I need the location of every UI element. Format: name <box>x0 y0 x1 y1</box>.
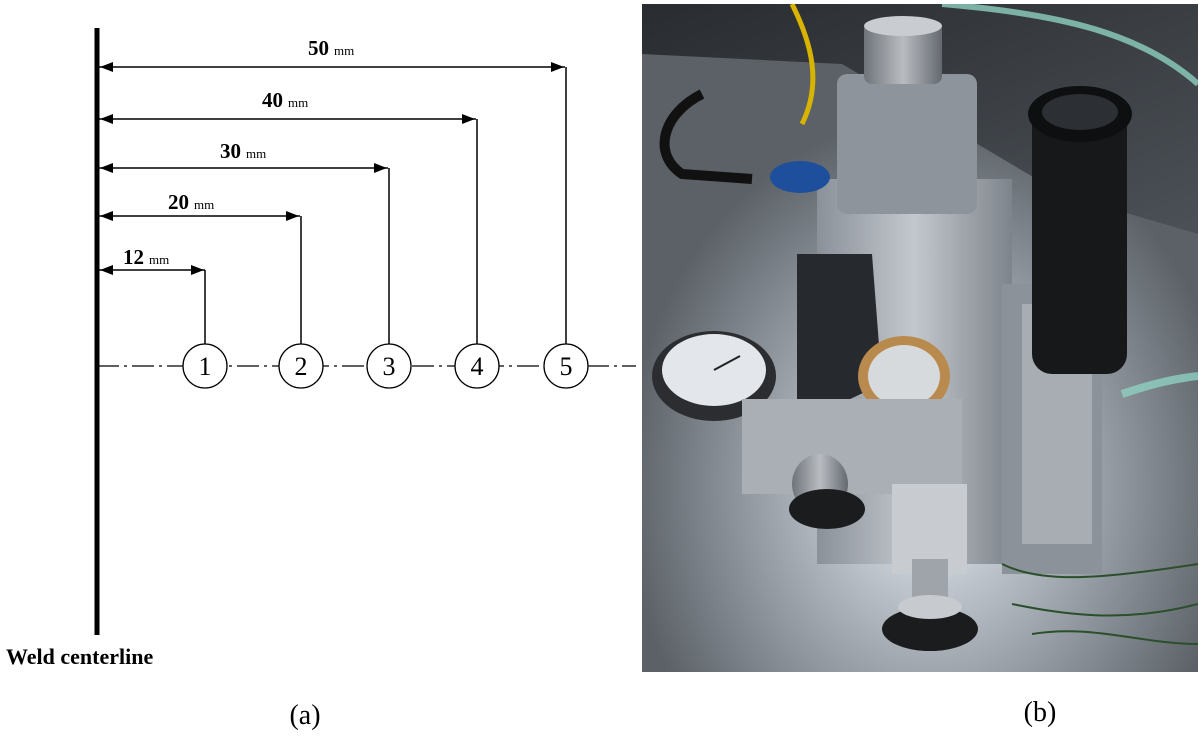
point-label: 1 <box>199 352 212 381</box>
wiring <box>1001 563 1198 645</box>
weld-centerline-label: Weld centerline <box>6 644 153 669</box>
front-knob <box>858 336 950 416</box>
measurement-point-3: 3 <box>366 343 412 389</box>
dimension-value: 40 <box>262 88 283 112</box>
dimension-30mm: 30 mm <box>99 139 390 344</box>
dimension-value: 50 <box>308 36 329 60</box>
dimension-20mm: 20 mm <box>99 190 302 344</box>
instrument-photo <box>642 4 1198 672</box>
dimension-value: 30 <box>220 139 241 163</box>
point-label: 3 <box>383 352 396 381</box>
dimension-unit: mm <box>194 197 214 212</box>
dial-gauge <box>652 331 776 421</box>
measurement-point-5: 5 <box>543 343 589 389</box>
lower-stage <box>742 399 967 574</box>
measurement-point-1: 1 <box>182 343 228 389</box>
point-label: 5 <box>560 352 573 381</box>
dimension-40mm: 40 mm <box>99 88 478 344</box>
caption-b: (b) <box>1023 697 1057 728</box>
caption-a: (a) <box>289 700 321 731</box>
measurement-diagram: 50 mm 40 mm 30 mm 20 mm 12 mm 1 2 <box>6 28 636 669</box>
dimension-50mm: 50 mm <box>99 36 567 344</box>
dimension-12mm: 12 mm <box>99 245 206 344</box>
dimension-unit: mm <box>334 43 354 58</box>
eyepiece <box>1028 86 1132 374</box>
point-label: 2 <box>295 352 308 381</box>
dimension-unit: mm <box>246 146 266 161</box>
dimension-value: 20 <box>168 190 189 214</box>
probe-foot <box>882 559 978 651</box>
dimension-unit: mm <box>288 95 308 110</box>
motor-head <box>770 16 977 214</box>
dimension-unit: mm <box>149 252 169 267</box>
measurement-point-2: 2 <box>278 343 324 389</box>
measurement-point-4: 4 <box>454 343 500 389</box>
point-label: 4 <box>471 352 484 381</box>
dimension-value: 12 <box>123 245 144 269</box>
